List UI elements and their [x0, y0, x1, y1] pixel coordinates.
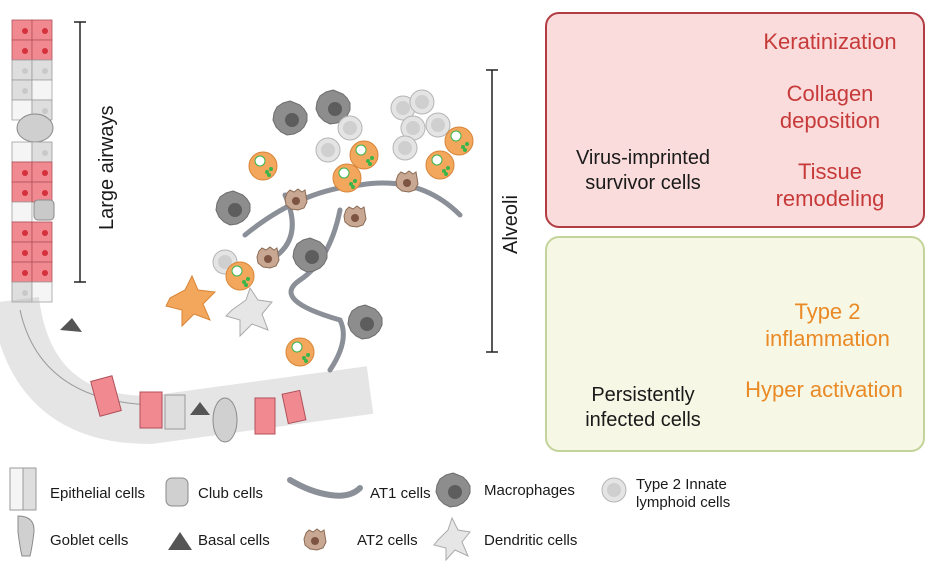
- ilc-icon: [601, 477, 627, 503]
- collagen-deposition-label: Collagen deposition: [779, 81, 881, 133]
- legend-at1: AT1 cells: [370, 485, 431, 502]
- tissue-remodeling-label: Tissue remodeling: [775, 159, 885, 211]
- goblet-cell-icon: [17, 515, 35, 557]
- at2-cell-icon: [303, 528, 327, 551]
- type2-inflammation-label: Type 2 inflammation: [765, 299, 890, 351]
- alveoli-label: Alveoli: [500, 195, 522, 254]
- legend-epithelial: Epithelial cells: [50, 485, 146, 502]
- survivor-cells-label: Virus-imprinted survivor cells: [575, 147, 711, 194]
- legend-macrophages: Macrophages: [484, 482, 575, 499]
- hyper-activation-label: Hyper activation: [745, 377, 903, 402]
- keratinization-label: Keratinization: [763, 29, 897, 54]
- basal-cell-icon: [168, 532, 192, 550]
- legend-ilc: Type 2 Innate lymphoid cells: [636, 476, 731, 511]
- legend-goblet: Goblet cells: [50, 532, 129, 549]
- infected-cells-label: Persistently infected cells: [585, 384, 701, 431]
- large-airways-label: Large airways: [96, 105, 118, 230]
- airway-epithelium: [0, 19, 374, 445]
- survivor-cells-box: [545, 12, 925, 228]
- cell-cluster: [165, 89, 474, 367]
- legend-dendritic: Dendritic cells: [484, 532, 578, 549]
- legend-at2: AT2 cells: [357, 532, 418, 549]
- epithelial-cells-icon: [9, 467, 37, 511]
- macrophage-icon: [435, 472, 471, 508]
- at1-cell-icon: [287, 477, 363, 499]
- club-cell-icon: [165, 477, 189, 507]
- infected-cells-box: [545, 236, 925, 452]
- dendritic-cell-icon: [433, 516, 471, 562]
- legend-basal: Basal cells: [198, 532, 270, 549]
- legend-club: Club cells: [198, 485, 264, 502]
